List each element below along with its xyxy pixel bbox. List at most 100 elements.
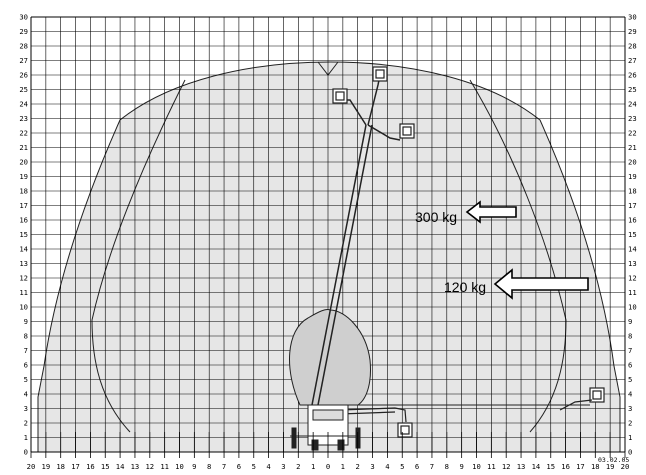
y-tick-label-left: 7	[24, 346, 28, 355]
x-tick-label: 6	[415, 462, 419, 471]
date-stamp: 03.02.05	[598, 456, 629, 464]
y-tick-label-right: 11	[628, 288, 637, 297]
x-tick-label: 8	[445, 462, 449, 471]
x-tick-label: 14	[116, 462, 125, 471]
y-tick-label-left: 18	[19, 187, 28, 196]
x-tick-label: 3	[281, 462, 285, 471]
y-tick-label-right: 27	[628, 56, 637, 65]
y-tick-label-left: 4	[24, 390, 28, 399]
y-tick-label-right: 5	[628, 375, 632, 384]
x-tick-label: 3	[370, 462, 374, 471]
y-axis-right: 0123456789101112131415161718192021222324…	[628, 13, 637, 457]
x-tick-label: 2	[296, 462, 300, 471]
y-tick-label-right: 29	[628, 27, 637, 36]
load-callout-300kg: 300 kg	[415, 200, 517, 225]
y-tick-label-right: 24	[628, 100, 637, 109]
y-tick-label-left: 8	[24, 332, 28, 341]
x-tick-label: 11	[160, 462, 169, 471]
basket-far-right	[589, 387, 605, 403]
x-tick-label: 19	[606, 462, 615, 471]
x-tick-label: 20	[27, 462, 36, 471]
x-tick-label: 1	[341, 462, 345, 471]
y-tick-label-left: 11	[19, 288, 28, 297]
basket-low	[397, 422, 413, 438]
x-tick-label: 9	[459, 462, 463, 471]
y-tick-label-left: 19	[19, 172, 28, 181]
y-tick-label-right: 9	[628, 317, 632, 326]
y-tick-label-left: 22	[19, 129, 28, 138]
x-tick-label: 18	[591, 462, 600, 471]
y-tick-label-right: 26	[628, 71, 637, 80]
boom-low	[339, 407, 407, 423]
y-tick-label-left: 12	[19, 274, 28, 283]
x-tick-label: 5	[252, 462, 256, 471]
x-tick-label: 5	[400, 462, 404, 471]
y-tick-label-right: 12	[628, 274, 637, 283]
basket-right	[399, 123, 415, 139]
y-tick-label-right: 7	[628, 346, 632, 355]
x-tick-label: 15	[546, 462, 555, 471]
x-tick-label: 13	[131, 462, 140, 471]
y-tick-label-left: 23	[19, 114, 28, 123]
y-tick-label-left: 26	[19, 71, 28, 80]
y-tick-label-left: 21	[19, 143, 28, 152]
arrow-left-icon	[465, 200, 517, 224]
x-tick-label: 4	[266, 462, 270, 471]
y-tick-label-right: 18	[628, 187, 637, 196]
y-tick-label-right: 16	[628, 216, 637, 225]
x-tick-label: 11	[487, 462, 496, 471]
y-tick-label-left: 3	[24, 404, 28, 413]
x-tick-label: 8	[207, 462, 211, 471]
y-tick-label-left: 6	[24, 361, 28, 370]
x-tick-label: 2	[356, 462, 360, 471]
y-tick-label-left: 28	[19, 42, 28, 51]
y-tick-label-left: 10	[19, 303, 28, 312]
y-tick-label-left: 13	[19, 259, 28, 268]
y-tick-label-left: 25	[19, 85, 28, 94]
x-tick-label: 4	[385, 462, 389, 471]
load-callout-120kg: 120 kg	[444, 268, 589, 300]
y-tick-label-right: 6	[628, 361, 632, 370]
x-tick-label: 17	[576, 462, 585, 471]
y-tick-label-right: 1	[628, 433, 632, 442]
y-tick-label-right: 20	[628, 158, 637, 167]
ground-ticks	[30, 432, 626, 458]
y-tick-label-right: 22	[628, 129, 637, 138]
x-tick-label: 10	[472, 462, 481, 471]
x-tick-label: 10	[175, 462, 184, 471]
y-tick-label-left: 0	[24, 448, 28, 457]
basket-top	[372, 66, 388, 82]
y-tick-label-left: 16	[19, 216, 28, 225]
x-tick-label: 19	[42, 462, 51, 471]
y-tick-label-right: 14	[628, 245, 637, 254]
y-tick-label-left: 2	[24, 419, 28, 428]
envelope-120kg	[37, 61, 621, 453]
x-tick-label: 7	[430, 462, 434, 471]
y-tick-label-right: 10	[628, 303, 637, 312]
x-tick-label: 6	[237, 462, 241, 471]
x-tick-label: 15	[101, 462, 110, 471]
x-tick-label: 9	[192, 462, 196, 471]
x-tick-label: 13	[517, 462, 526, 471]
truck-base	[290, 404, 361, 451]
load-label-120kg: 120 kg	[444, 279, 486, 295]
y-tick-label-left: 5	[24, 375, 28, 384]
x-tick-label: 12	[145, 462, 154, 471]
y-tick-label-right: 0	[628, 448, 632, 457]
y-tick-label-right: 8	[628, 332, 632, 341]
y-tick-label-right: 2	[628, 419, 632, 428]
y-tick-label-right: 23	[628, 114, 637, 123]
jib-far-right	[559, 399, 593, 411]
x-tick-label: 12	[502, 462, 511, 471]
x-tick-label: 16	[86, 462, 95, 471]
envelope-300kg	[91, 79, 567, 433]
x-tick-label: 1	[311, 462, 315, 471]
y-tick-label-right: 19	[628, 172, 637, 181]
x-tick-label: 14	[532, 462, 541, 471]
y-tick-label-right: 30	[628, 13, 637, 22]
x-tick-label: 16	[561, 462, 570, 471]
y-tick-label-right: 28	[628, 42, 637, 51]
y-tick-label-right: 3	[628, 404, 632, 413]
